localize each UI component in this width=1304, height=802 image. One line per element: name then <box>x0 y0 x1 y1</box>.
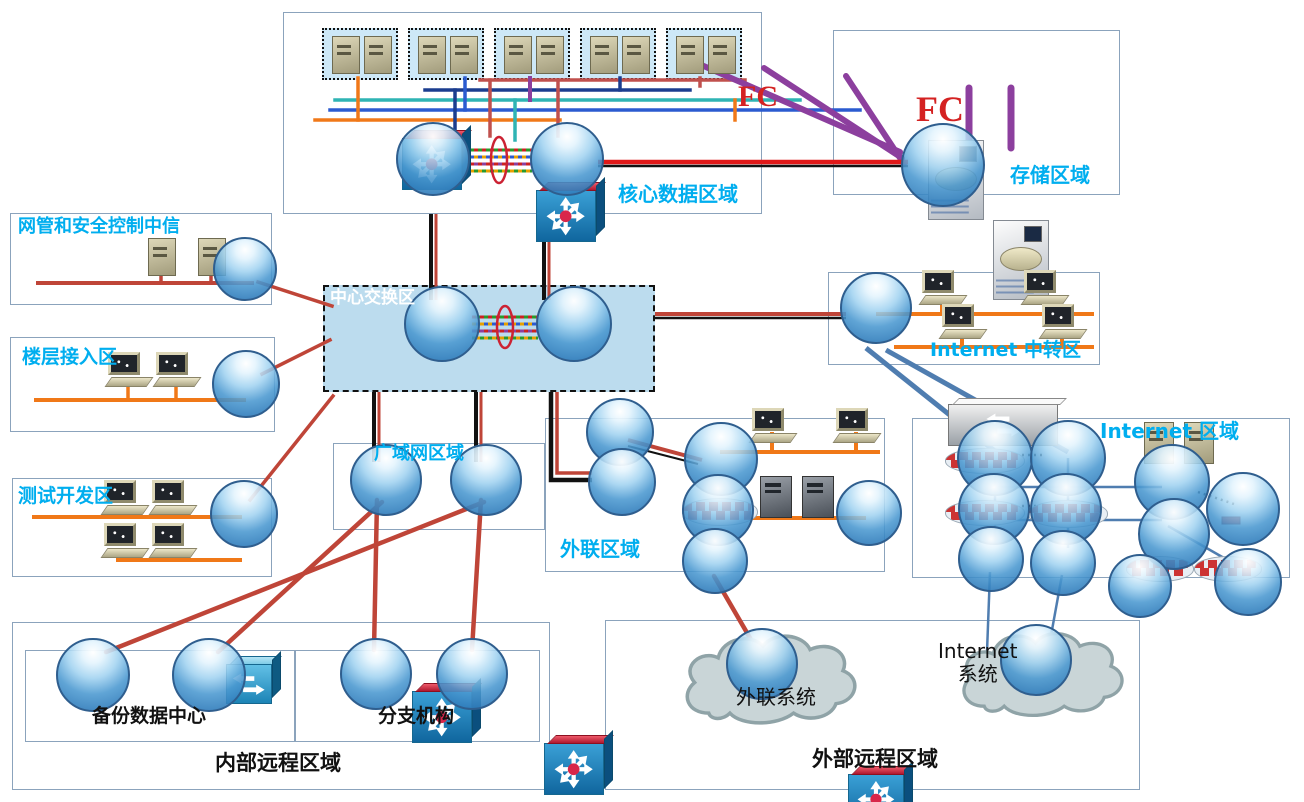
san-switch-sphere <box>901 123 985 207</box>
pc-icon <box>1020 270 1070 308</box>
center-switch-sphere <box>404 286 480 362</box>
server-icon <box>590 36 618 74</box>
fc-storage-label: FC <box>916 89 964 129</box>
backup-dc-label: 备份数据中心 <box>92 705 207 727</box>
branch-label: 分支机构 <box>378 705 455 727</box>
extranet-system-label: 外联系统 <box>736 685 816 709</box>
access-switch-sphere <box>212 350 280 418</box>
server-icon <box>450 36 478 74</box>
internet-device-sphere <box>958 526 1024 592</box>
center-switch-icon <box>544 743 604 795</box>
core-zone-label: 核心数据区域 <box>618 182 738 206</box>
internet-device-sphere <box>1030 473 1102 545</box>
transit-zone-label: Internet 中转区 <box>930 339 1082 361</box>
extranet-router-sphere <box>682 528 748 594</box>
floor-zone-label: 楼层接入区 <box>22 346 118 368</box>
extranet-zone-label: 外联区域 <box>560 537 640 561</box>
center-switch-sphere <box>536 286 612 362</box>
pc-icon <box>1038 304 1088 342</box>
pc-icon <box>100 523 150 561</box>
internet-cloud-sphere <box>1000 624 1072 696</box>
internal-remote-label: 内部远程区域 <box>215 751 341 775</box>
external-remote-label: 外部远程区域 <box>812 747 938 771</box>
internet-system-line2: 系统 <box>957 662 998 686</box>
wan-zone-label: 广域网区域 <box>374 443 464 464</box>
server-icon <box>536 36 564 74</box>
storage-zone-label: 存储区域 <box>1010 163 1090 187</box>
server-icon <box>622 36 650 74</box>
core-switch-sphere <box>396 122 470 196</box>
server-icon <box>676 36 704 74</box>
internet-zone-label: Internet 区域 <box>1100 419 1239 443</box>
mgmt-zone-label: 网管和安全控制中信 <box>18 216 180 237</box>
extranet-appliance-sphere <box>836 480 902 546</box>
transit-switch-icon <box>848 774 904 802</box>
internet-device-sphere <box>1206 472 1280 546</box>
test-switch-sphere <box>210 480 278 548</box>
test-zone-label: 测试开发区 <box>18 485 114 507</box>
mgmt-switch-sphere <box>213 237 277 301</box>
internet-system-line1: Internet <box>938 639 1018 663</box>
internet-device-sphere <box>1030 530 1096 596</box>
internet-firewall-sphere <box>1214 548 1282 616</box>
branch-router-sphere <box>436 638 508 710</box>
center-zone-label: 中心交换区 <box>330 288 415 308</box>
pc-icon <box>748 408 798 446</box>
internet-firewall-sphere <box>1108 554 1172 618</box>
server-icon <box>708 36 736 74</box>
fc-link-label: FC <box>738 80 778 113</box>
core-switch-icon <box>536 190 596 242</box>
pc-icon <box>832 408 882 446</box>
pc-icon <box>152 352 202 390</box>
server-icon <box>332 36 360 74</box>
branch-router-sphere <box>340 638 412 710</box>
mgmt-server-icon <box>148 238 176 276</box>
extranet-server-icon <box>760 476 792 518</box>
backup-router-sphere <box>172 638 246 712</box>
extranet-device-sphere <box>588 448 656 516</box>
pc-icon <box>938 304 988 342</box>
pc-icon <box>148 523 198 561</box>
backup-router-sphere <box>56 638 130 712</box>
extranet-server-icon <box>802 476 834 518</box>
pc-icon <box>918 270 968 308</box>
transit-switch-sphere <box>840 272 912 344</box>
pc-icon <box>148 480 198 518</box>
server-icon <box>364 36 392 74</box>
pc-icon <box>104 352 154 390</box>
server-icon <box>418 36 446 74</box>
server-icon <box>504 36 532 74</box>
core-switch-sphere <box>530 122 604 196</box>
